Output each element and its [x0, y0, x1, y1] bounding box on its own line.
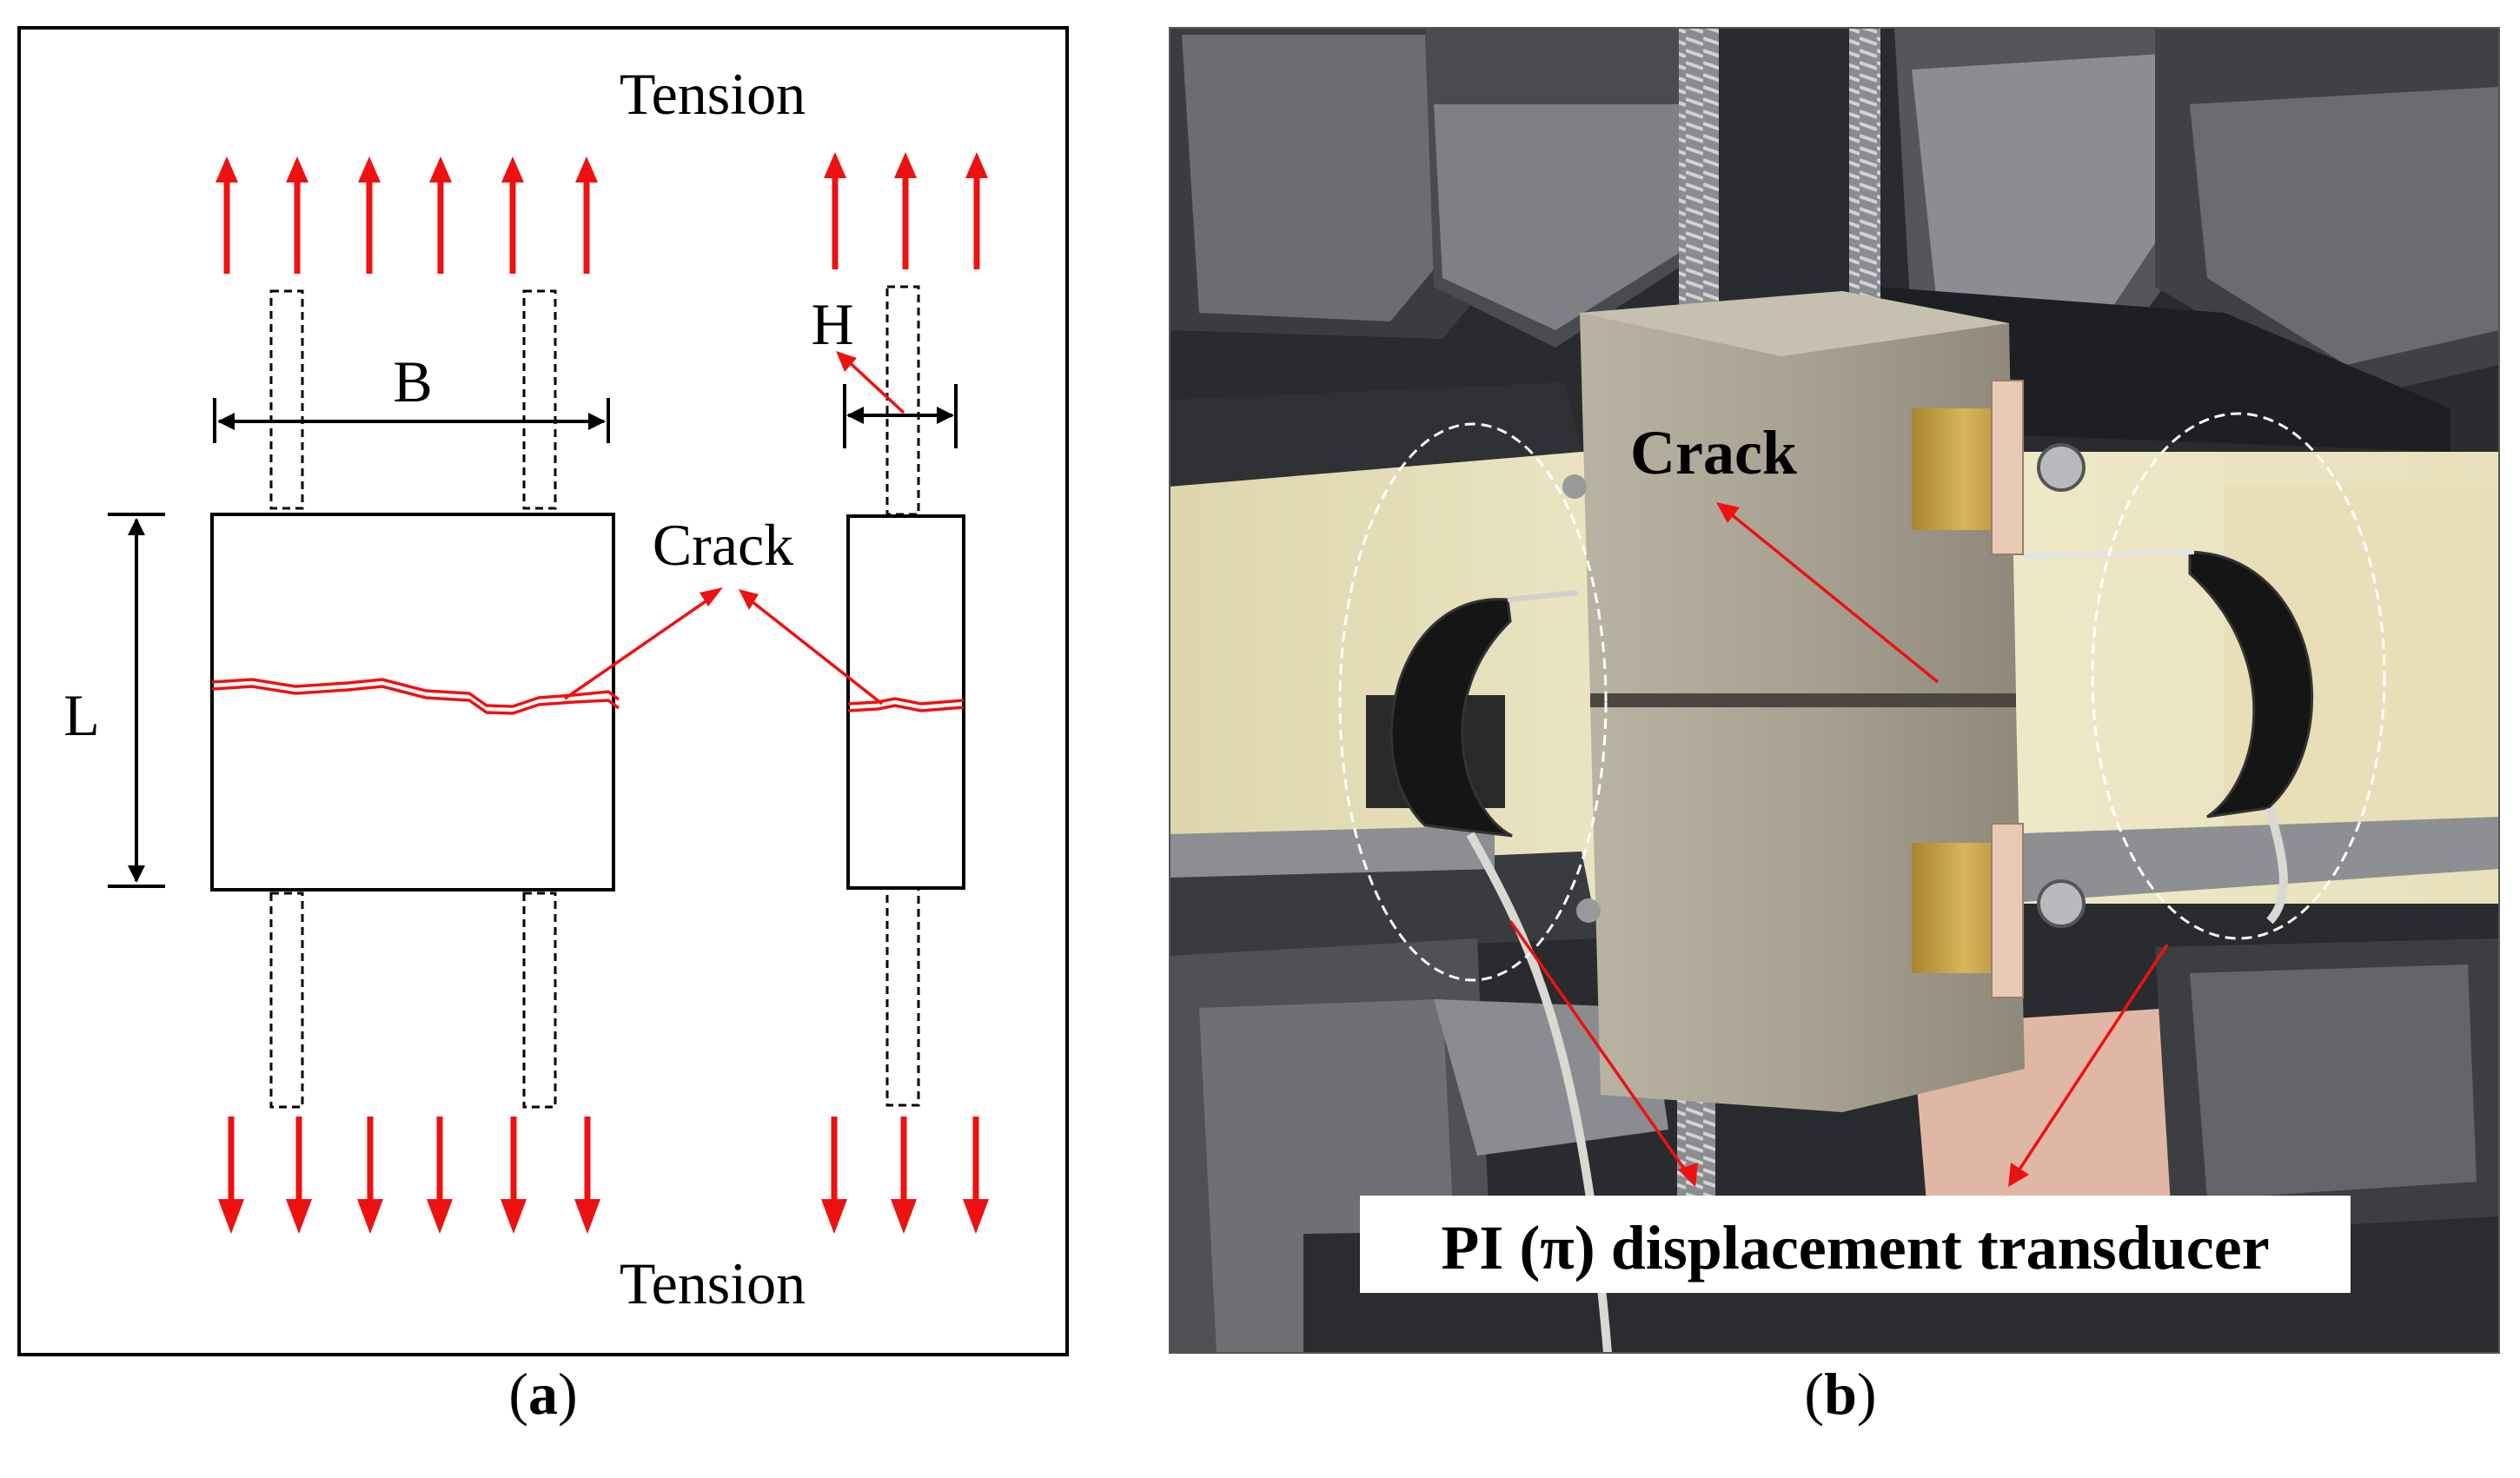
dimension-h-label: H	[811, 291, 853, 357]
tension-arrows-up	[216, 152, 988, 274]
crack-label-a: Crack	[653, 512, 793, 578]
tension-top-label: Tension	[620, 61, 806, 127]
dimension-h-pointer-tip	[836, 351, 857, 372]
dimension-b	[213, 398, 610, 443]
dimension-l	[108, 513, 165, 888]
panel-a-schematic: Tension Tension	[17, 26, 1069, 1356]
tension-bottom-label: Tension	[620, 1250, 806, 1316]
crack-pointer	[564, 587, 884, 706]
transducer-label-box	[1360, 1196, 2351, 1293]
specimen-front-view	[210, 513, 615, 891]
left-transducer-highlight	[1338, 422, 1608, 982]
caption-a: (a)	[508, 1361, 578, 1427]
transducer-pointer-left	[1509, 919, 1692, 1179]
crack-lines	[211, 678, 965, 715]
caption-b: (b)	[1804, 1361, 1877, 1427]
dimension-h	[843, 384, 958, 448]
tension-arrows-down	[218, 1117, 989, 1234]
transducer-pointer-right	[2013, 944, 2169, 1178]
dimension-b-label: B	[393, 348, 432, 414]
dimension-h-pointer	[843, 356, 905, 414]
panel-b-photo: Crack PI (π) displacement transducer	[1169, 27, 2500, 1354]
transducer-label: PI (π) displacement transducer	[1441, 1213, 2269, 1282]
right-transducer-highlight	[2091, 412, 2386, 940]
crack-label-b: Crack	[1630, 418, 1797, 487]
dimension-l-label: L	[63, 682, 100, 748]
crack-pointer-b	[1723, 507, 1940, 684]
